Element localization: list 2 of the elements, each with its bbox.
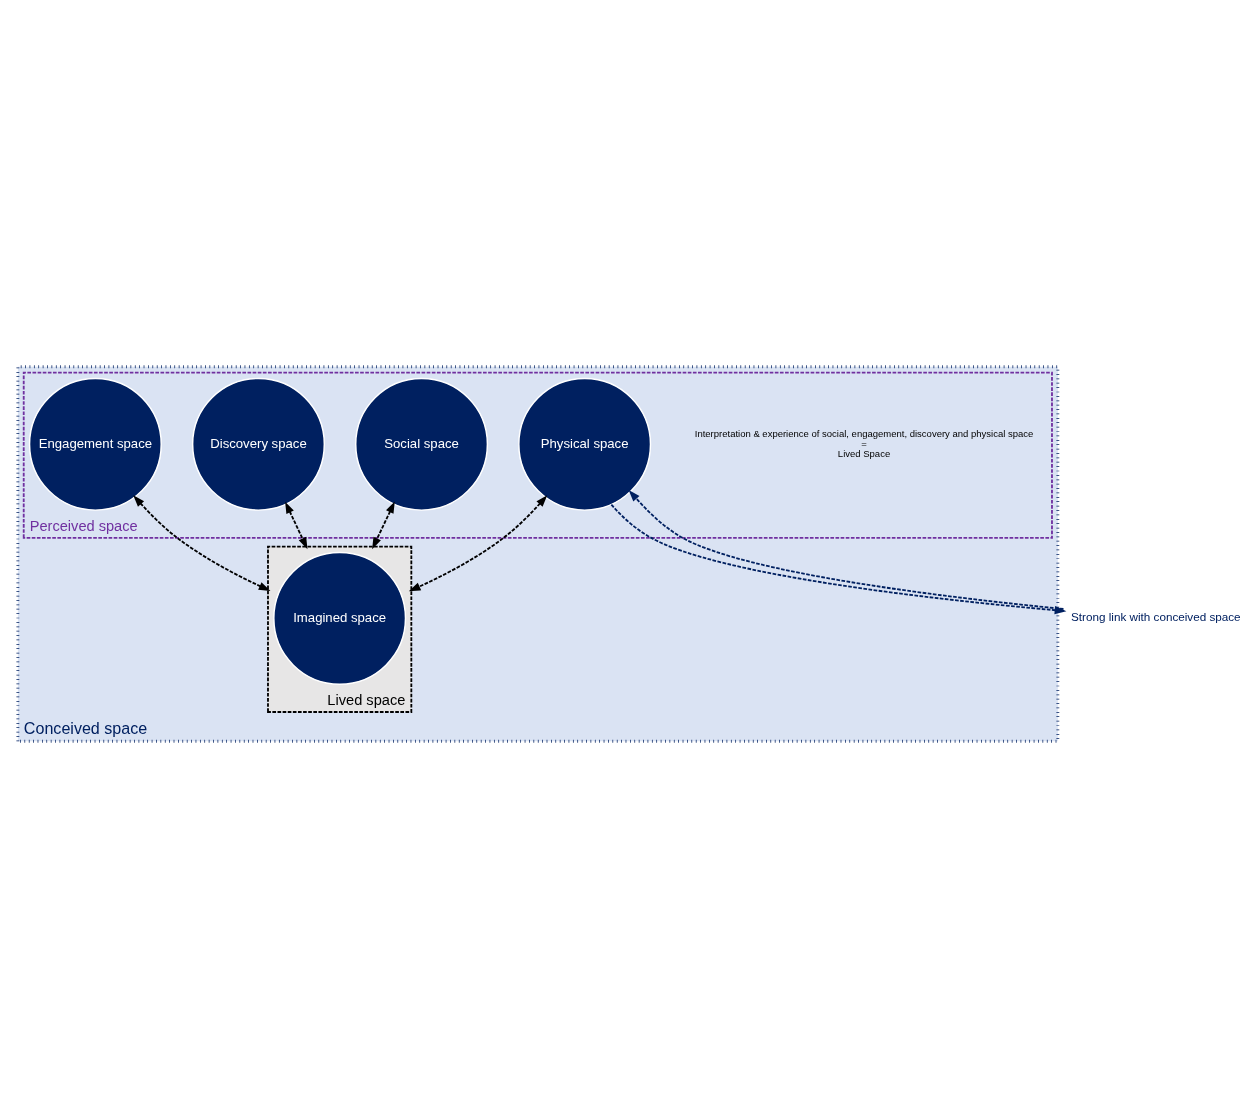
node-text: Strong link with conceived space [1071, 610, 1241, 624]
label: Interpretation & experience of social, engagement, discovery and physical space = Lived Space [694, 427, 1034, 460]
